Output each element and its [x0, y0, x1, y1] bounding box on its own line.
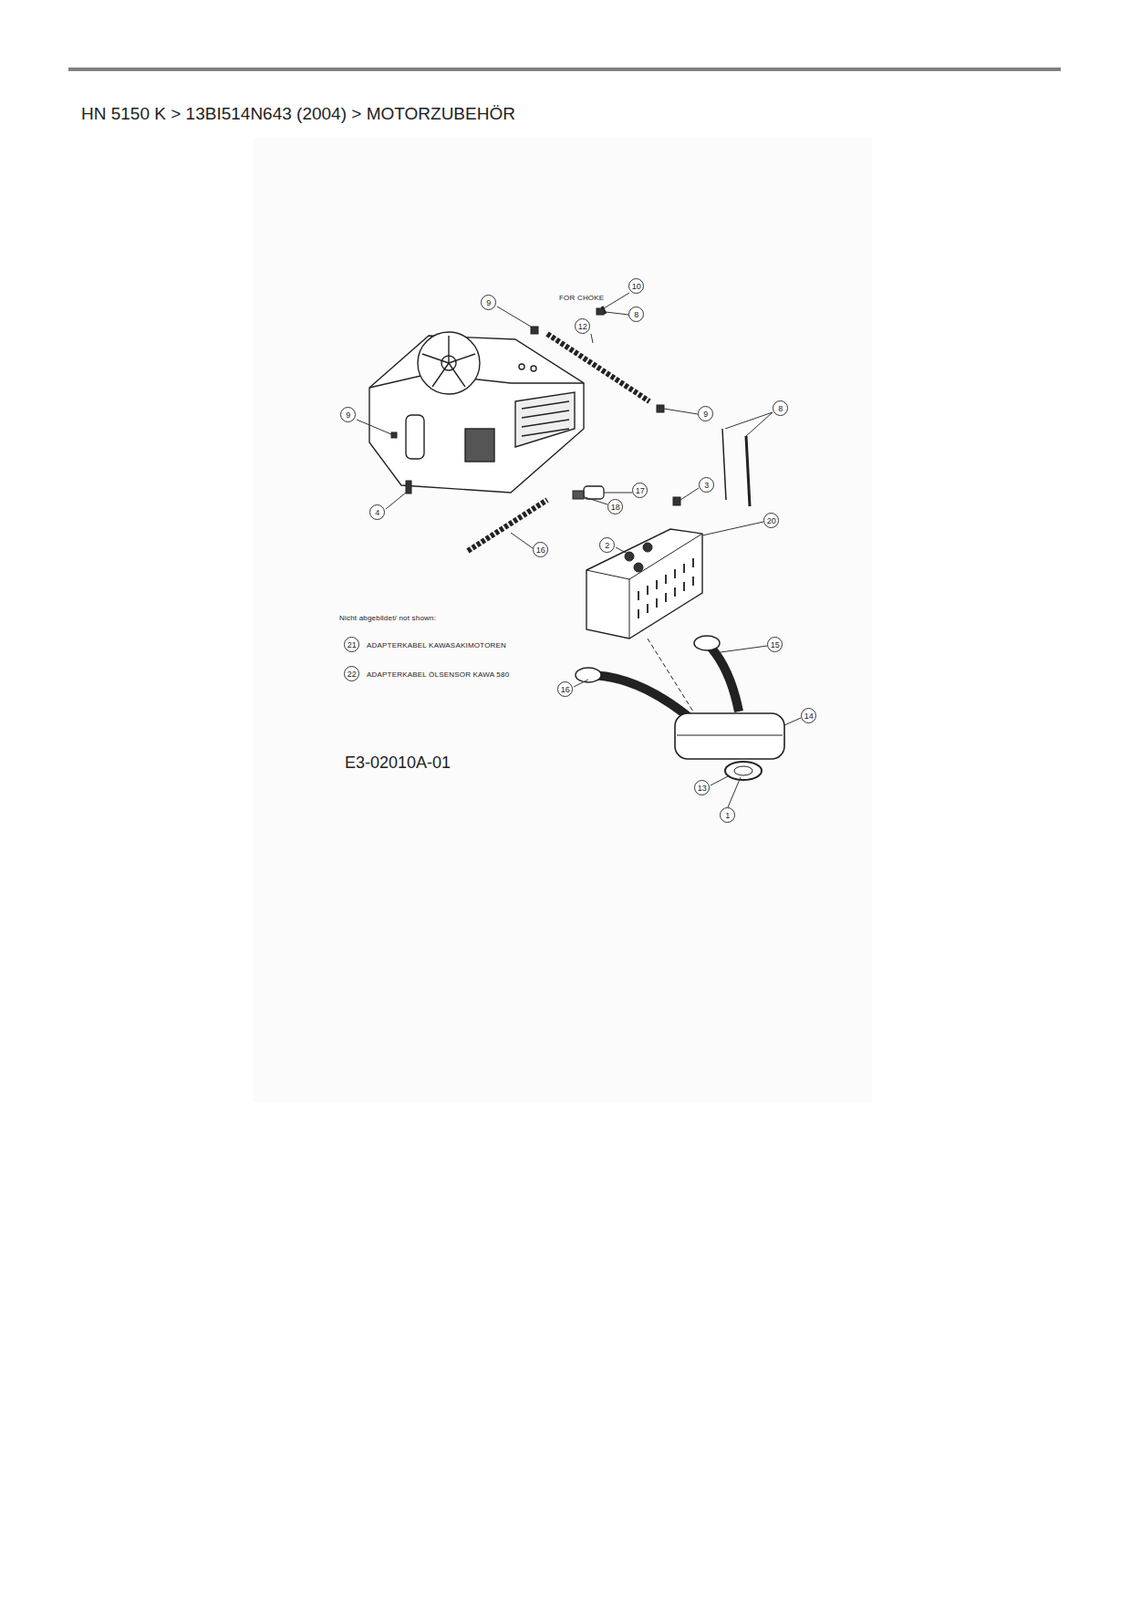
leader-lines: [356, 292, 801, 808]
drawing-code: E3-02010A-01: [344, 753, 451, 773]
header-rule: [68, 67, 1061, 72]
engine: [369, 332, 584, 493]
note-text: Nicht abgebildet/ not shown:: [339, 613, 436, 623]
drawing-panel: [252, 137, 872, 1102]
page-title: HN 5150 K > 13BI514N643 (2004) > MOTORZU…: [81, 103, 516, 125]
note-text: FOR CHOKE: [559, 293, 604, 302]
note-text: ADAPTERKABEL KAWASAKIMOTOREN: [366, 641, 507, 650]
parts: [391, 306, 785, 780]
note-text: ADAPTERKABEL ÖLSENSOR KAWA 580: [366, 670, 509, 679]
